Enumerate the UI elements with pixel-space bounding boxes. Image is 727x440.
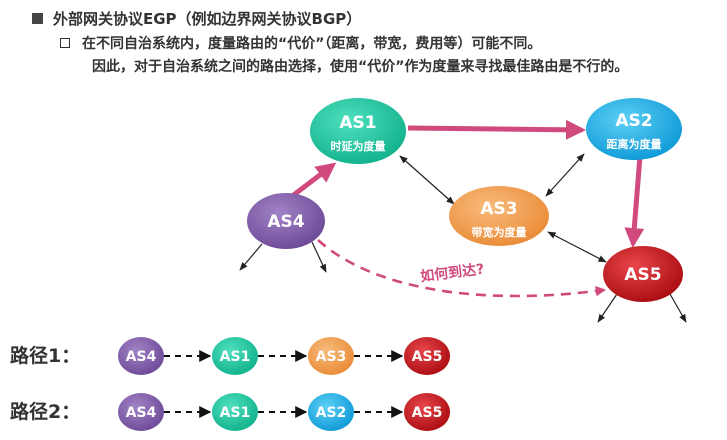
path-arrow-as1-as2	[407, 119, 586, 140]
node-as2-metric: 距离为度量	[607, 137, 662, 151]
node-as3-metric: 带宽为度量	[472, 225, 527, 239]
node-as1-metric: 时延为度量	[331, 139, 386, 153]
route-1-hop-as4: AS4	[118, 337, 164, 375]
header-line1: 在不同自治系统内，度量路由的“代价”（距离，带宽，费用等）可能不同。	[82, 36, 542, 52]
stub-as4-right	[311, 241, 327, 273]
route-1-label: 路径1：	[10, 344, 80, 367]
svg-text:AS3: AS3	[316, 349, 347, 365]
route-2-hop-as1: AS1	[212, 393, 258, 431]
route-1-hop-as3: AS3	[308, 337, 354, 375]
path-arrow-as4-as1	[289, 162, 337, 199]
node-as3: AS3 带宽为度量	[449, 186, 549, 246]
node-as4: AS4	[247, 193, 325, 249]
route-2: 路径2： AS4 AS1 AS2 AS5	[10, 393, 450, 431]
node-as5: AS5	[603, 246, 683, 302]
svg-text:AS5: AS5	[412, 405, 443, 421]
svg-text:AS1: AS1	[220, 349, 251, 365]
stub-as5-right	[669, 293, 687, 323]
header-line1-row: 在不同自治系统内，度量路由的“代价”（距离，带宽，费用等）可能不同。	[60, 33, 541, 53]
link-as1-as3	[399, 155, 455, 205]
svg-text:AS4: AS4	[126, 349, 157, 365]
header-line2-row: 因此，对于自治系统之间的路由选择，使用“代价”作为度量来寻找最佳路由是不行的。	[92, 56, 628, 76]
open-square-bullet-icon	[60, 38, 70, 48]
header-title: 外部网关协议EGP（例如边界网关协议BGP）	[53, 10, 362, 28]
node-as5-name: AS5	[624, 265, 661, 285]
node-as3-name: AS3	[480, 199, 517, 219]
node-as2-name: AS2	[615, 111, 652, 131]
node-as4-name: AS4	[267, 212, 304, 232]
route-1: 路径1： AS4 AS1 AS3 AS5	[10, 337, 450, 375]
header-title-line: 外部网关协议EGP（例如边界网关协议BGP）	[32, 8, 361, 29]
header-line2: 因此，对于自治系统之间的路由选择，使用“代价”作为度量来寻找最佳路由是不行的。	[92, 59, 629, 75]
route-2-hop-as5: AS5	[404, 393, 450, 431]
route-2-hop-as4: AS4	[118, 393, 164, 431]
route-1-hop-as5: AS5	[404, 337, 450, 375]
route-1-hop-as1: AS1	[212, 337, 258, 375]
node-as1: AS1 时延为度量	[310, 98, 406, 164]
stub-as5-left	[597, 293, 618, 323]
dashed-question-arrow	[317, 239, 607, 298]
question-label: 如何到达?	[419, 261, 485, 286]
svg-text:AS4: AS4	[126, 405, 157, 421]
node-as2: AS2 距离为度量	[586, 98, 682, 160]
link-as3-as5	[547, 231, 607, 263]
svg-text:AS2: AS2	[316, 405, 347, 421]
stub-as4-left	[239, 243, 263, 271]
svg-text:AS5: AS5	[412, 349, 443, 365]
route-2-hop-as2: AS2	[308, 393, 354, 431]
node-as1-name: AS1	[339, 113, 376, 133]
svg-text:AS1: AS1	[220, 405, 251, 421]
filled-square-bullet-icon	[32, 13, 43, 24]
path-arrow-as2-as5	[624, 155, 645, 248]
link-as2-as3	[545, 153, 585, 197]
route-2-label: 路径2：	[10, 400, 80, 423]
